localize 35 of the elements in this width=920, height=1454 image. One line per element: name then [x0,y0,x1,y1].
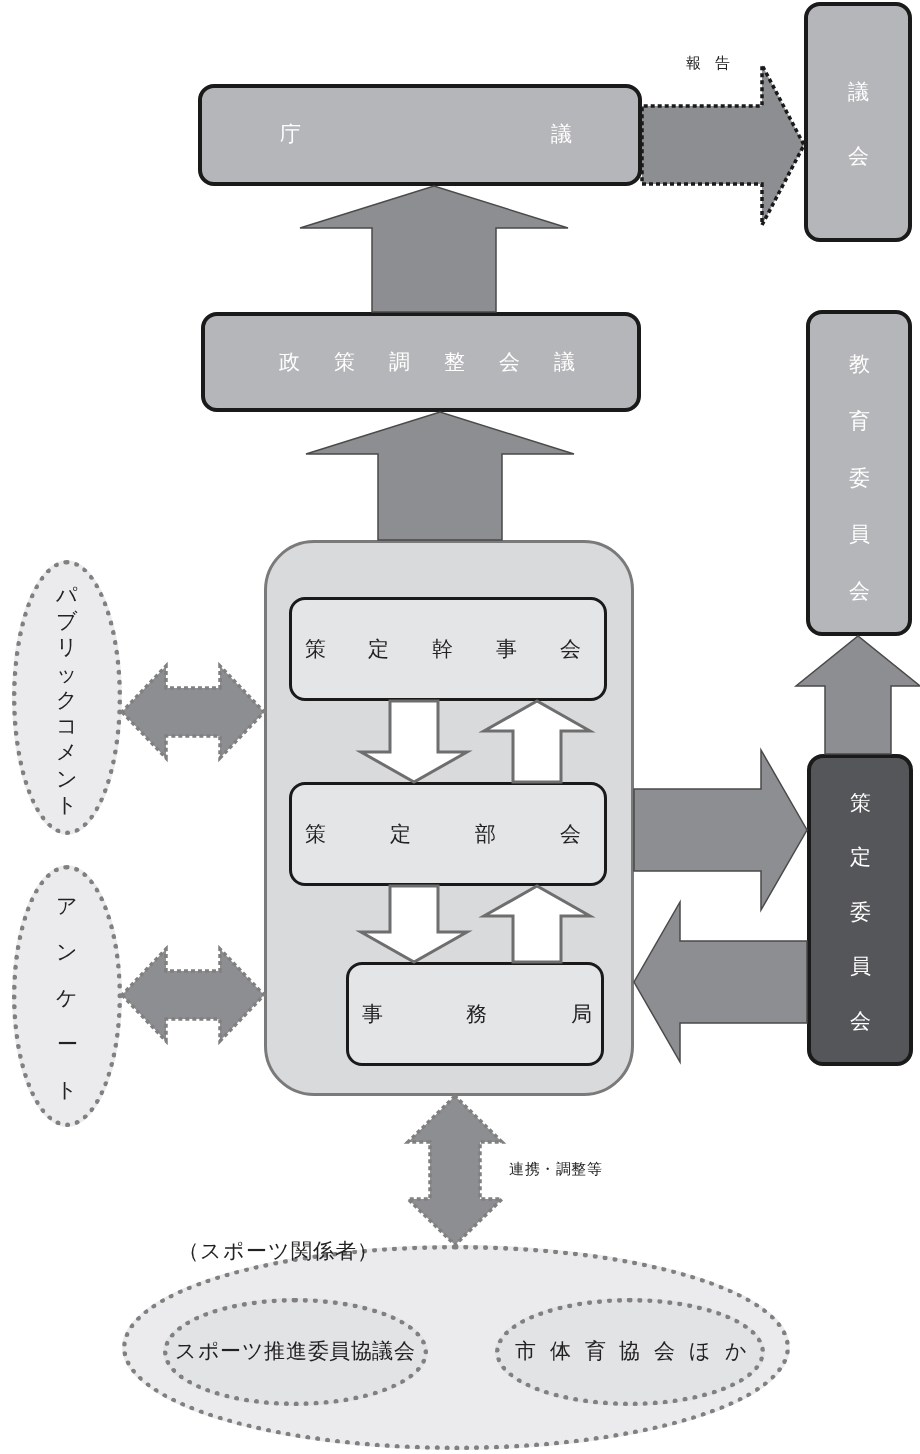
node-label: 庁議 [280,124,572,145]
rounded-box [346,962,604,1066]
node-label: 策定委員会 [848,790,872,1035]
block-arrow [119,944,267,1046]
block-arrow [119,661,267,763]
rounded-box [289,782,607,886]
block-arrow [640,63,806,227]
block-arrow [355,884,473,964]
rounded-box [804,2,912,242]
block-arrow [478,884,596,964]
block-arrow [633,899,808,1065]
rounded-box [289,597,607,701]
node-label: パブリックコメント [55,582,79,818]
node-label: 市体育協会ほか [515,1341,747,1362]
rounded-box [807,754,913,1066]
block-arrow [355,699,473,784]
node-label: 策定幹事会 [304,638,581,660]
block-arrow [478,699,596,784]
block-arrow [403,1093,507,1248]
node-label: 教育委員会 [847,351,871,606]
node-label: 政策調整会議 [279,352,575,373]
node-label: アンケート [55,893,79,1104]
block-arrow [305,411,575,541]
block-arrow [299,185,569,313]
rounded-box [806,310,912,636]
rounded-box [201,312,641,412]
rounded-box [198,84,642,186]
node-label: 議会 [846,79,870,170]
node-label: スポーツ推進委員協議会 [175,1341,415,1362]
block-arrow [793,635,920,755]
node-label: 策定部会 [304,823,581,845]
group-panel [264,540,634,1096]
node-label: 事務局 [361,1003,592,1025]
block-arrow [633,747,808,913]
group-heading: （スポーツ関係者） [178,1241,378,1262]
